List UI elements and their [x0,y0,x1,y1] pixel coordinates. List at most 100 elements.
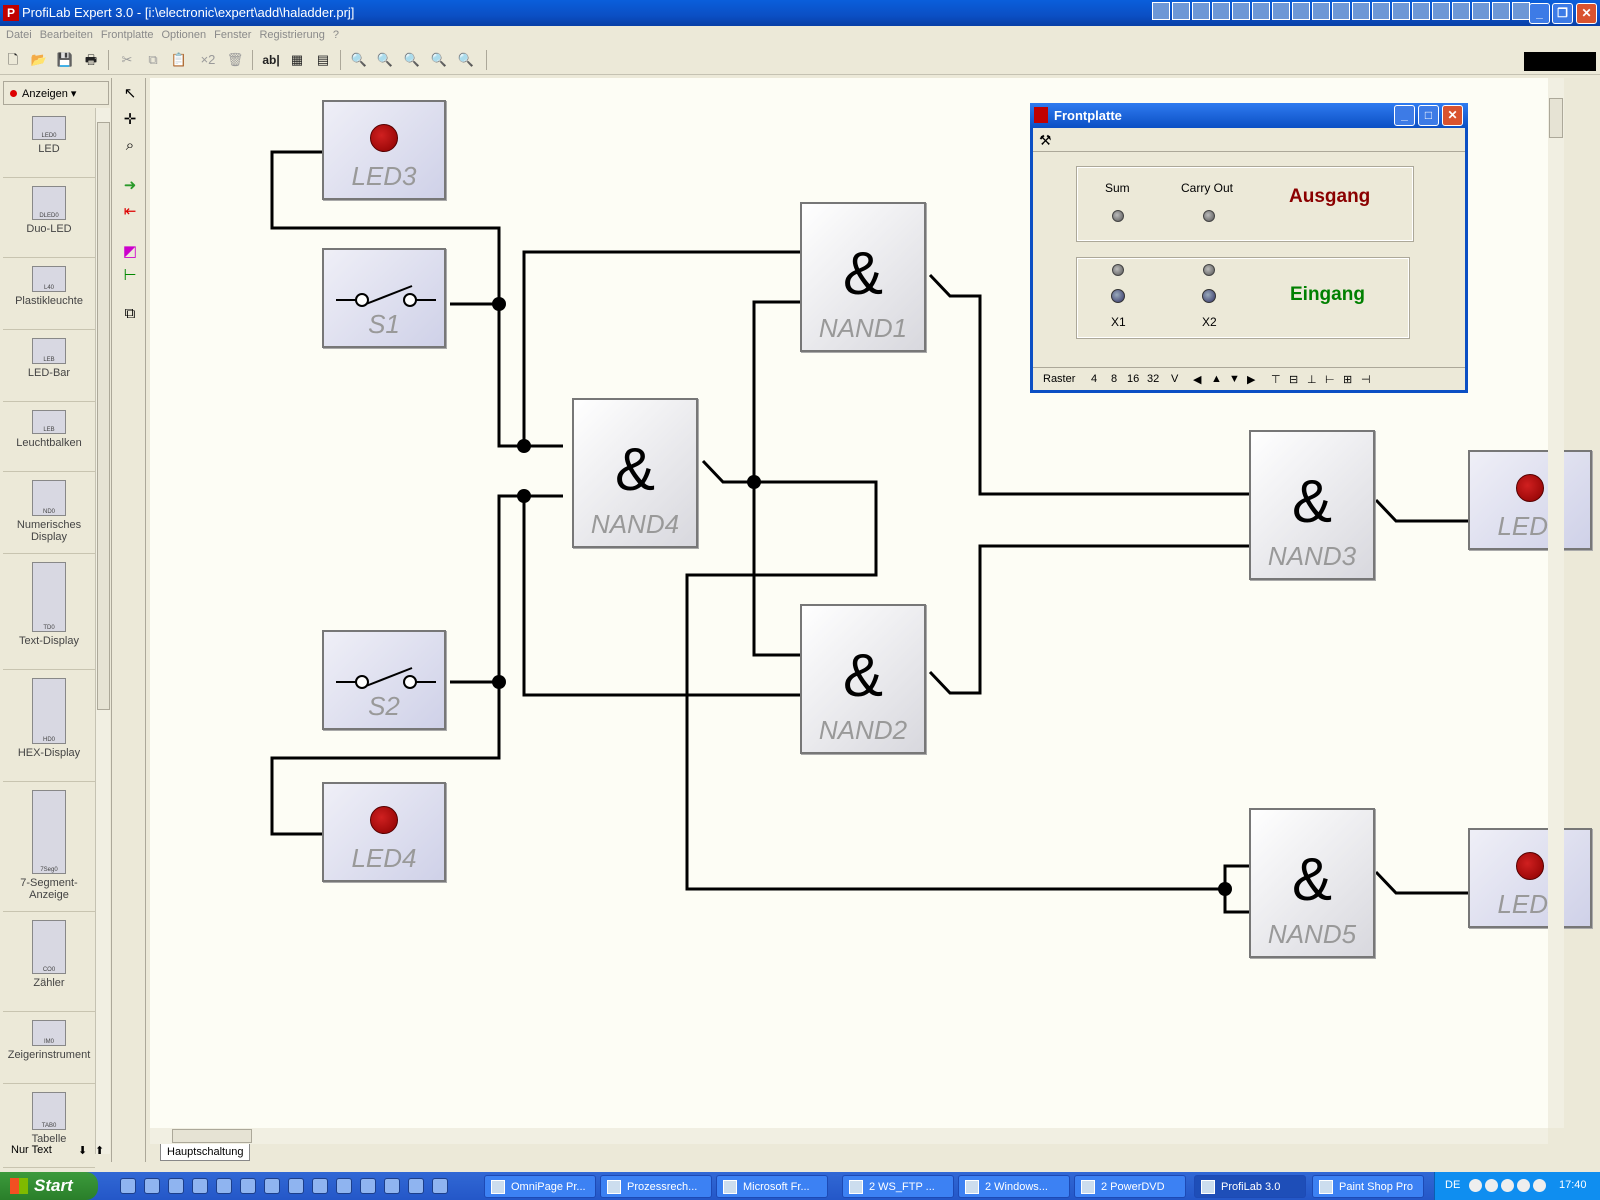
align-bottom-icon[interactable]: ⊥ [1307,374,1317,386]
copy-icon[interactable]: ⧉ [148,52,158,67]
minimize-button[interactable]: _ [1529,3,1550,24]
quicklaunch-icon[interactable] [408,1178,424,1194]
quicklaunch-icon[interactable] [240,1178,256,1194]
move-left-icon[interactable]: ◀ [1193,374,1202,386]
app-shortcut-icon[interactable] [1512,2,1530,20]
task-powerdvd[interactable]: 2 PowerDVD [1074,1175,1186,1198]
move-down-icon[interactable]: ▼ [1229,373,1240,385]
zoom-reset-icon[interactable]: 🔍 [457,52,475,67]
move-up-icon[interactable]: ▲ [1211,373,1222,385]
app-shortcut-icon[interactable] [1272,2,1290,20]
tray-icon[interactable] [1501,1179,1514,1192]
app-shortcut-icon[interactable] [1392,2,1410,20]
layer-tool-icon[interactable]: ⧉ [124,305,136,322]
canvas-vertical-scrollbar[interactable] [1548,78,1564,1128]
raster-8[interactable]: 8 [1111,373,1118,385]
app-shortcut-icon[interactable] [1172,2,1190,20]
x1-switch[interactable] [1111,289,1125,303]
task-microsoft[interactable]: Microsoft Fr... [716,1175,828,1198]
app-shortcut-icon[interactable] [1232,2,1250,20]
app-shortcut-icon[interactable] [1332,2,1350,20]
save-icon[interactable]: 💾 [56,52,74,67]
zoom-fit-icon[interactable]: 🔍 [403,52,421,67]
vertical-scroll-thumb[interactable] [1549,98,1563,138]
up-arrow-icon[interactable]: ⬆ [95,1145,105,1157]
stop-icon[interactable]: ⇤ [123,203,137,220]
s2-component[interactable]: S2 [322,630,446,730]
app-shortcut-icon[interactable] [1372,2,1390,20]
menu-optionen[interactable]: Optionen [161,29,207,41]
quicklaunch-icon[interactable] [120,1178,136,1194]
menu-bearbeiten[interactable]: Bearbeiten [39,29,93,41]
task-ws-ftp[interactable]: 2 WS_FTP ... [842,1175,954,1198]
raster-v[interactable]: V [1171,373,1179,385]
task-prozessrechner[interactable]: Prozessrech... [600,1175,712,1198]
app-shortcut-icon[interactable] [1412,2,1430,20]
tray-icon[interactable] [1469,1179,1482,1192]
quicklaunch-icon[interactable] [144,1178,160,1194]
quicklaunch-icon[interactable] [384,1178,400,1194]
s1-component[interactable]: S1 [322,248,446,348]
quicklaunch-icon[interactable] [192,1178,208,1194]
magnifier-tool-icon[interactable]: ⌕ [125,137,135,154]
raster-32[interactable]: 32 [1147,373,1160,385]
connector-tool-icon[interactable]: ⊢ [123,267,137,284]
move-right-icon[interactable]: ▶ [1247,374,1256,386]
frontplatte-minimize-button[interactable]: _ [1394,105,1415,126]
led3-component[interactable]: LED3 [322,100,446,200]
menu-help[interactable]: ? [332,29,339,41]
led1-component[interactable]: LED1 [1468,450,1592,550]
palette-scroll-thumb[interactable] [97,122,110,710]
restore-button[interactable]: ❐ [1552,3,1573,24]
close-button[interactable]: ✕ [1576,3,1597,24]
align-left-icon[interactable]: ⊢ [1325,374,1335,386]
profilab-app-icon[interactable]: P [3,5,19,21]
language-indicator[interactable]: DE [1445,1179,1461,1191]
align-center-icon[interactable]: ⊞ [1343,374,1353,386]
tab-hauptschaltung[interactable]: Hauptschaltung [160,1144,251,1161]
start-button[interactable]: Start [0,1172,98,1200]
quicklaunch-icon[interactable] [168,1178,184,1194]
frontplatte-close-button[interactable]: ✕ [1442,105,1463,126]
quicklaunch-icon[interactable] [264,1178,280,1194]
filter-selector[interactable]: Nur Text⬇⬆ [11,1144,105,1157]
tools-icon[interactable]: ⚒ [1039,132,1052,148]
align-middle-icon[interactable]: ⊟ [1289,374,1299,386]
app-shortcut-icon[interactable] [1432,2,1450,20]
menu-registrierung[interactable]: Registrierung [259,29,325,41]
quicklaunch-icon[interactable] [336,1178,352,1194]
app-shortcut-icon[interactable] [1312,2,1330,20]
table-icon[interactable]: ▤ [316,52,330,67]
app-shortcut-icon[interactable] [1472,2,1490,20]
tray-icon[interactable] [1517,1179,1530,1192]
led2-component[interactable]: LED2 [1468,828,1592,928]
quicklaunch-icon[interactable] [360,1178,376,1194]
nand2-component[interactable]: &NAND2 [800,604,926,754]
nand5-component[interactable]: &NAND5 [1249,808,1375,958]
run-arrow-icon[interactable]: ➜ [123,177,137,194]
menu-datei[interactable]: Datei [6,29,32,41]
zoom-all-icon[interactable]: 🔍 [430,52,448,67]
zoom-out-icon[interactable]: 🔍 [376,52,394,67]
raster-4[interactable]: 4 [1091,373,1098,385]
app-shortcut-icon[interactable] [1192,2,1210,20]
task-omnipage[interactable]: OmniPage Pr... [484,1175,596,1198]
nand4-component[interactable]: &NAND4 [572,398,698,548]
text-tool-button[interactable]: ab| [262,53,280,67]
nand3-component[interactable]: &NAND3 [1249,430,1375,580]
task-windows[interactable]: 2 Windows... [958,1175,1070,1198]
grid-icon[interactable]: ▦ [290,52,304,67]
task-profilab[interactable]: ProfiLab 3.0 [1194,1175,1306,1198]
new-file-icon[interactable]: 🗋 [7,52,19,67]
app-shortcut-icon[interactable] [1452,2,1470,20]
canvas-horizontal-scrollbar[interactable] [150,1128,1548,1144]
